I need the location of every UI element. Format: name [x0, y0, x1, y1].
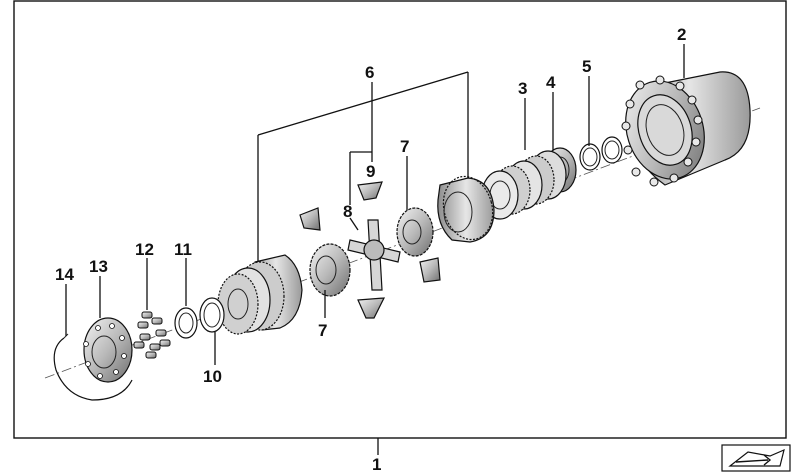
- callout-1: 1: [372, 455, 381, 473]
- callout-8: 8: [343, 202, 352, 221]
- side-gear-lower-part: [309, 243, 351, 297]
- callout-2: 2: [677, 25, 686, 44]
- washer-part: [174, 297, 225, 339]
- pinion-gears-part: [299, 181, 441, 319]
- callout-4: 4: [546, 73, 556, 92]
- pressure-plate-part: [83, 317, 133, 383]
- case-half-right-part: [437, 175, 495, 243]
- case-half-left-part: [217, 254, 303, 335]
- callout-12: 12: [135, 240, 154, 259]
- shim-pair-part: [579, 136, 623, 171]
- callout-7-upper: 7: [400, 137, 409, 156]
- cross-shaft-part: [347, 219, 401, 291]
- leader-lines: [65, 44, 685, 455]
- springs-part: [133, 311, 171, 359]
- callout-14: 14: [55, 265, 74, 284]
- callout-9: 9: [366, 162, 375, 181]
- callout-5: 3: [518, 79, 527, 98]
- callout-10: 10: [203, 367, 222, 386]
- diagram-frame: [13, 0, 787, 439]
- clutch-plates-part: [481, 150, 567, 220]
- side-gear-upper-part: [396, 207, 434, 257]
- callout-7-lower: 7: [318, 321, 327, 340]
- callout-6: 6: [365, 63, 374, 82]
- folder-arrow-icon[interactable]: [721, 444, 791, 472]
- callout-13: 13: [89, 257, 108, 276]
- callout-3: 5: [582, 57, 591, 76]
- housing-part: [621, 71, 751, 187]
- callout-11: 11: [174, 240, 192, 259]
